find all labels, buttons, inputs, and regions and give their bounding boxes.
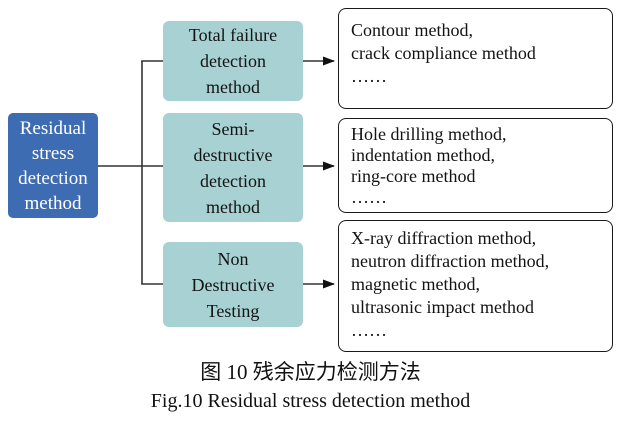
methods-node-semi-destructive: Hole drilling method, indentation method… [338,118,613,213]
methods-node-non-destructive: X-ray diffraction method, neutron diffra… [338,220,613,352]
category-node-total-failure: Total failure detection method [163,21,303,101]
figure-caption: 图 10 残余应力检测方法 Fig.10 Residual stress det… [0,358,621,415]
methods-node-total-failure: Contour method, crack compliance method … [338,8,613,109]
category-node-non-destructive: Non Destructive Testing [163,242,303,327]
category-node-semi-destructive: Semi- destructive detection method [163,113,303,222]
figure-caption-english: Fig.10 Residual stress detection method [150,390,471,412]
figure-caption-chinese: 图 10 残余应力检测方法 [200,360,421,384]
root-node: Residual stress detection method [8,113,98,218]
